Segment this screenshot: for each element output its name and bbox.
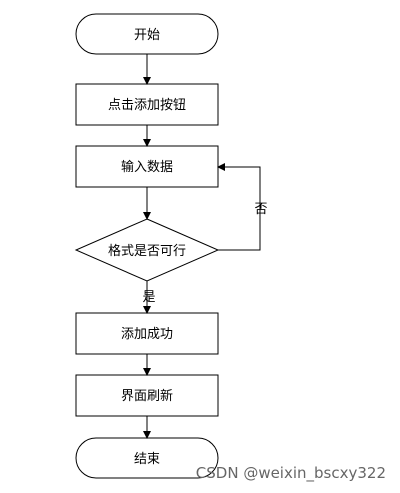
format-check-node: 格式是否可行 xyxy=(74,218,220,282)
click-add-label: 点击添加按钮 xyxy=(108,98,186,113)
end-node: 结束 xyxy=(75,437,219,479)
start-node: 开始 xyxy=(75,13,219,55)
input-data-node: 输入数据 xyxy=(75,145,219,188)
yes-label: 是 xyxy=(142,290,155,305)
add-success-node: 添加成功 xyxy=(75,312,219,355)
add-success-label: 添加成功 xyxy=(121,327,173,342)
refresh-node: 界面刷新 xyxy=(75,374,219,417)
format-check-label: 格式是否可行 xyxy=(108,243,186,259)
end-label: 结束 xyxy=(134,452,160,467)
refresh-label: 界面刷新 xyxy=(121,388,173,404)
start-label: 开始 xyxy=(134,28,160,43)
arrow-check-back-to-input xyxy=(217,163,261,251)
click-add-node: 点击添加按钮 xyxy=(75,83,219,126)
no-label: 否 xyxy=(254,202,267,217)
watermark: CSDN @weixin_bscxy322 xyxy=(196,464,386,483)
input-data-label: 输入数据 xyxy=(121,159,173,175)
